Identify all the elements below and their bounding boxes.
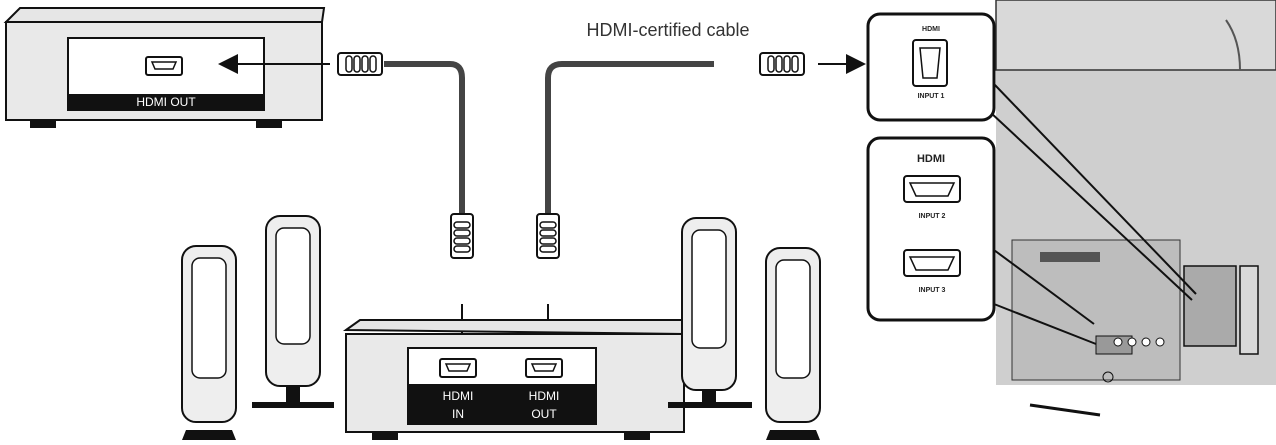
speaker-left-front [181,245,237,440]
source-device: HDMI OUT [3,7,326,128]
hdmi-in-port-icon [439,358,477,378]
hdmi-plug-icon [536,213,560,259]
speaker-right-rear [765,247,821,440]
leader-line [993,303,1097,345]
receiver-in-label-line2: IN [452,407,464,421]
hdmi-plug-icon [337,52,383,76]
speaker-right-front [668,217,752,408]
hdmi-port-icon [908,256,956,271]
hdmi-logo: HDMI [922,26,940,33]
source-port-label: HDMI OUT [136,95,196,109]
hdmi-port-icon [919,47,941,79]
receiver-in-label-line1: HDMI [443,389,474,403]
cable-caption: HDMI-certified cable [586,20,749,40]
tv-inset-input2-3: HDMI INPUT 2 INPUT 3 [866,136,996,322]
hdmi-port-icon [908,182,956,197]
leader-line [989,111,1193,301]
hdmi-out-port-icon [525,358,563,378]
cable-source-to-receiver [384,61,465,214]
hdmi-plug-icon [450,213,474,259]
tv-inset-input1: HDMI INPUT 1 [866,12,996,122]
hdmi-logo: HDMI [917,153,945,165]
input1-label: INPUT 1 [918,93,945,100]
leader-line [993,249,1095,325]
receiver-out-label-line2: OUT [531,407,557,421]
hdmi-port-icon [145,56,183,76]
cable-receiver-to-tv [545,61,714,214]
hdmi-plug-icon [759,52,805,76]
input3-label: INPUT 3 [919,287,946,294]
speaker-left-rear [252,215,334,408]
receiver-out-label-line1: HDMI [529,389,560,403]
av-receiver: HDMI IN HDMI OUT [342,319,685,440]
input2-label: INPUT 2 [919,213,946,220]
tv-rear-panel [995,0,1276,417]
leader-line [993,83,1197,295]
